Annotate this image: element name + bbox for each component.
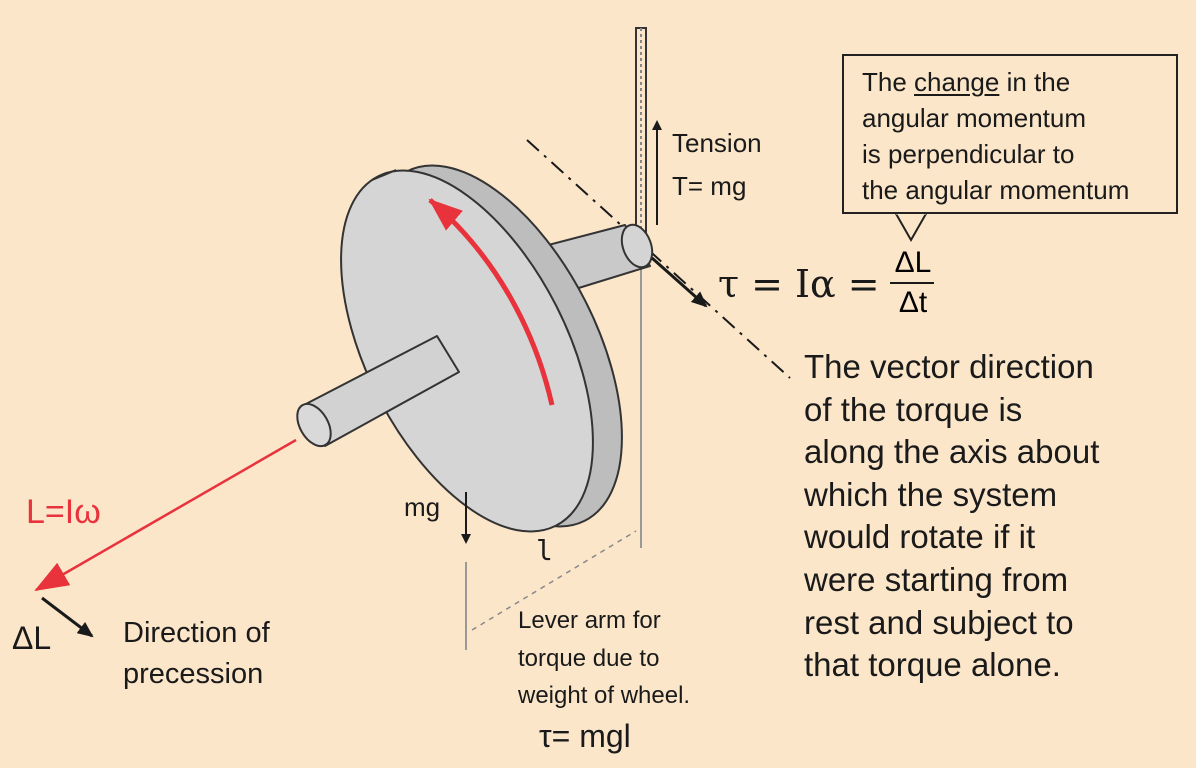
lever-note-line3: weight of wheel. (518, 682, 691, 709)
delta-L-arrow (41, 596, 94, 638)
lever-arm-dashed-line (471, 530, 637, 631)
note-line: The vector direction (804, 348, 1094, 385)
rotation-arrow (428, 198, 555, 406)
callout-line-3: is perpendicular to (862, 139, 1075, 169)
note-line: along the axis about (804, 433, 1100, 471)
tension-equation: T= mg (672, 171, 747, 201)
note-line: of the torque is (804, 390, 1023, 428)
callout-line-2: angular momentum (862, 103, 1086, 133)
note-line: were starting from (804, 560, 1069, 598)
fraction-numerator: ΔL (894, 246, 932, 279)
callout-box (842, 54, 1178, 214)
callout-text: The change in the angular momentum is pe… (862, 64, 1129, 208)
direction-label-line1: Direction of (123, 617, 270, 649)
lever-length-label: l (536, 534, 553, 567)
fraction-denominator: Δt (898, 286, 928, 319)
front-axle (296, 335, 460, 448)
angular-momentum-arrow (34, 438, 297, 592)
note-line: which the system (804, 475, 1058, 513)
torque-arrow (651, 256, 708, 308)
lever-note-line1: Lever arm for (518, 607, 661, 634)
wheel (340, 164, 623, 533)
torque-equation: τ = Iα = (718, 262, 880, 306)
angular-momentum-label: L=Iω (26, 493, 101, 531)
note-line: rest and subject to (804, 603, 1074, 641)
tension-label: Tension (672, 128, 762, 158)
mg-label: mg (404, 492, 441, 522)
note-line: that torque alone. (804, 646, 1061, 684)
fraction-bar (890, 282, 934, 284)
callout-pointer (893, 211, 929, 243)
note-line: would rotate if it (804, 518, 1036, 556)
direction-label-line2: precession (123, 658, 264, 690)
rope (635, 27, 647, 234)
torque-axis-line (526, 139, 791, 379)
torque-direction-note: The vector direction of the torque is al… (804, 346, 1099, 687)
underlined-change: change (914, 67, 1000, 97)
callout-line-1: The change in the (862, 67, 1071, 97)
callout-line-4: the angular momentum (862, 175, 1130, 205)
delta-L-label: ΔL (12, 620, 52, 656)
lever-note-line2: torque due to (518, 645, 660, 672)
torque-mgl-label: τ= mgl (539, 718, 631, 754)
